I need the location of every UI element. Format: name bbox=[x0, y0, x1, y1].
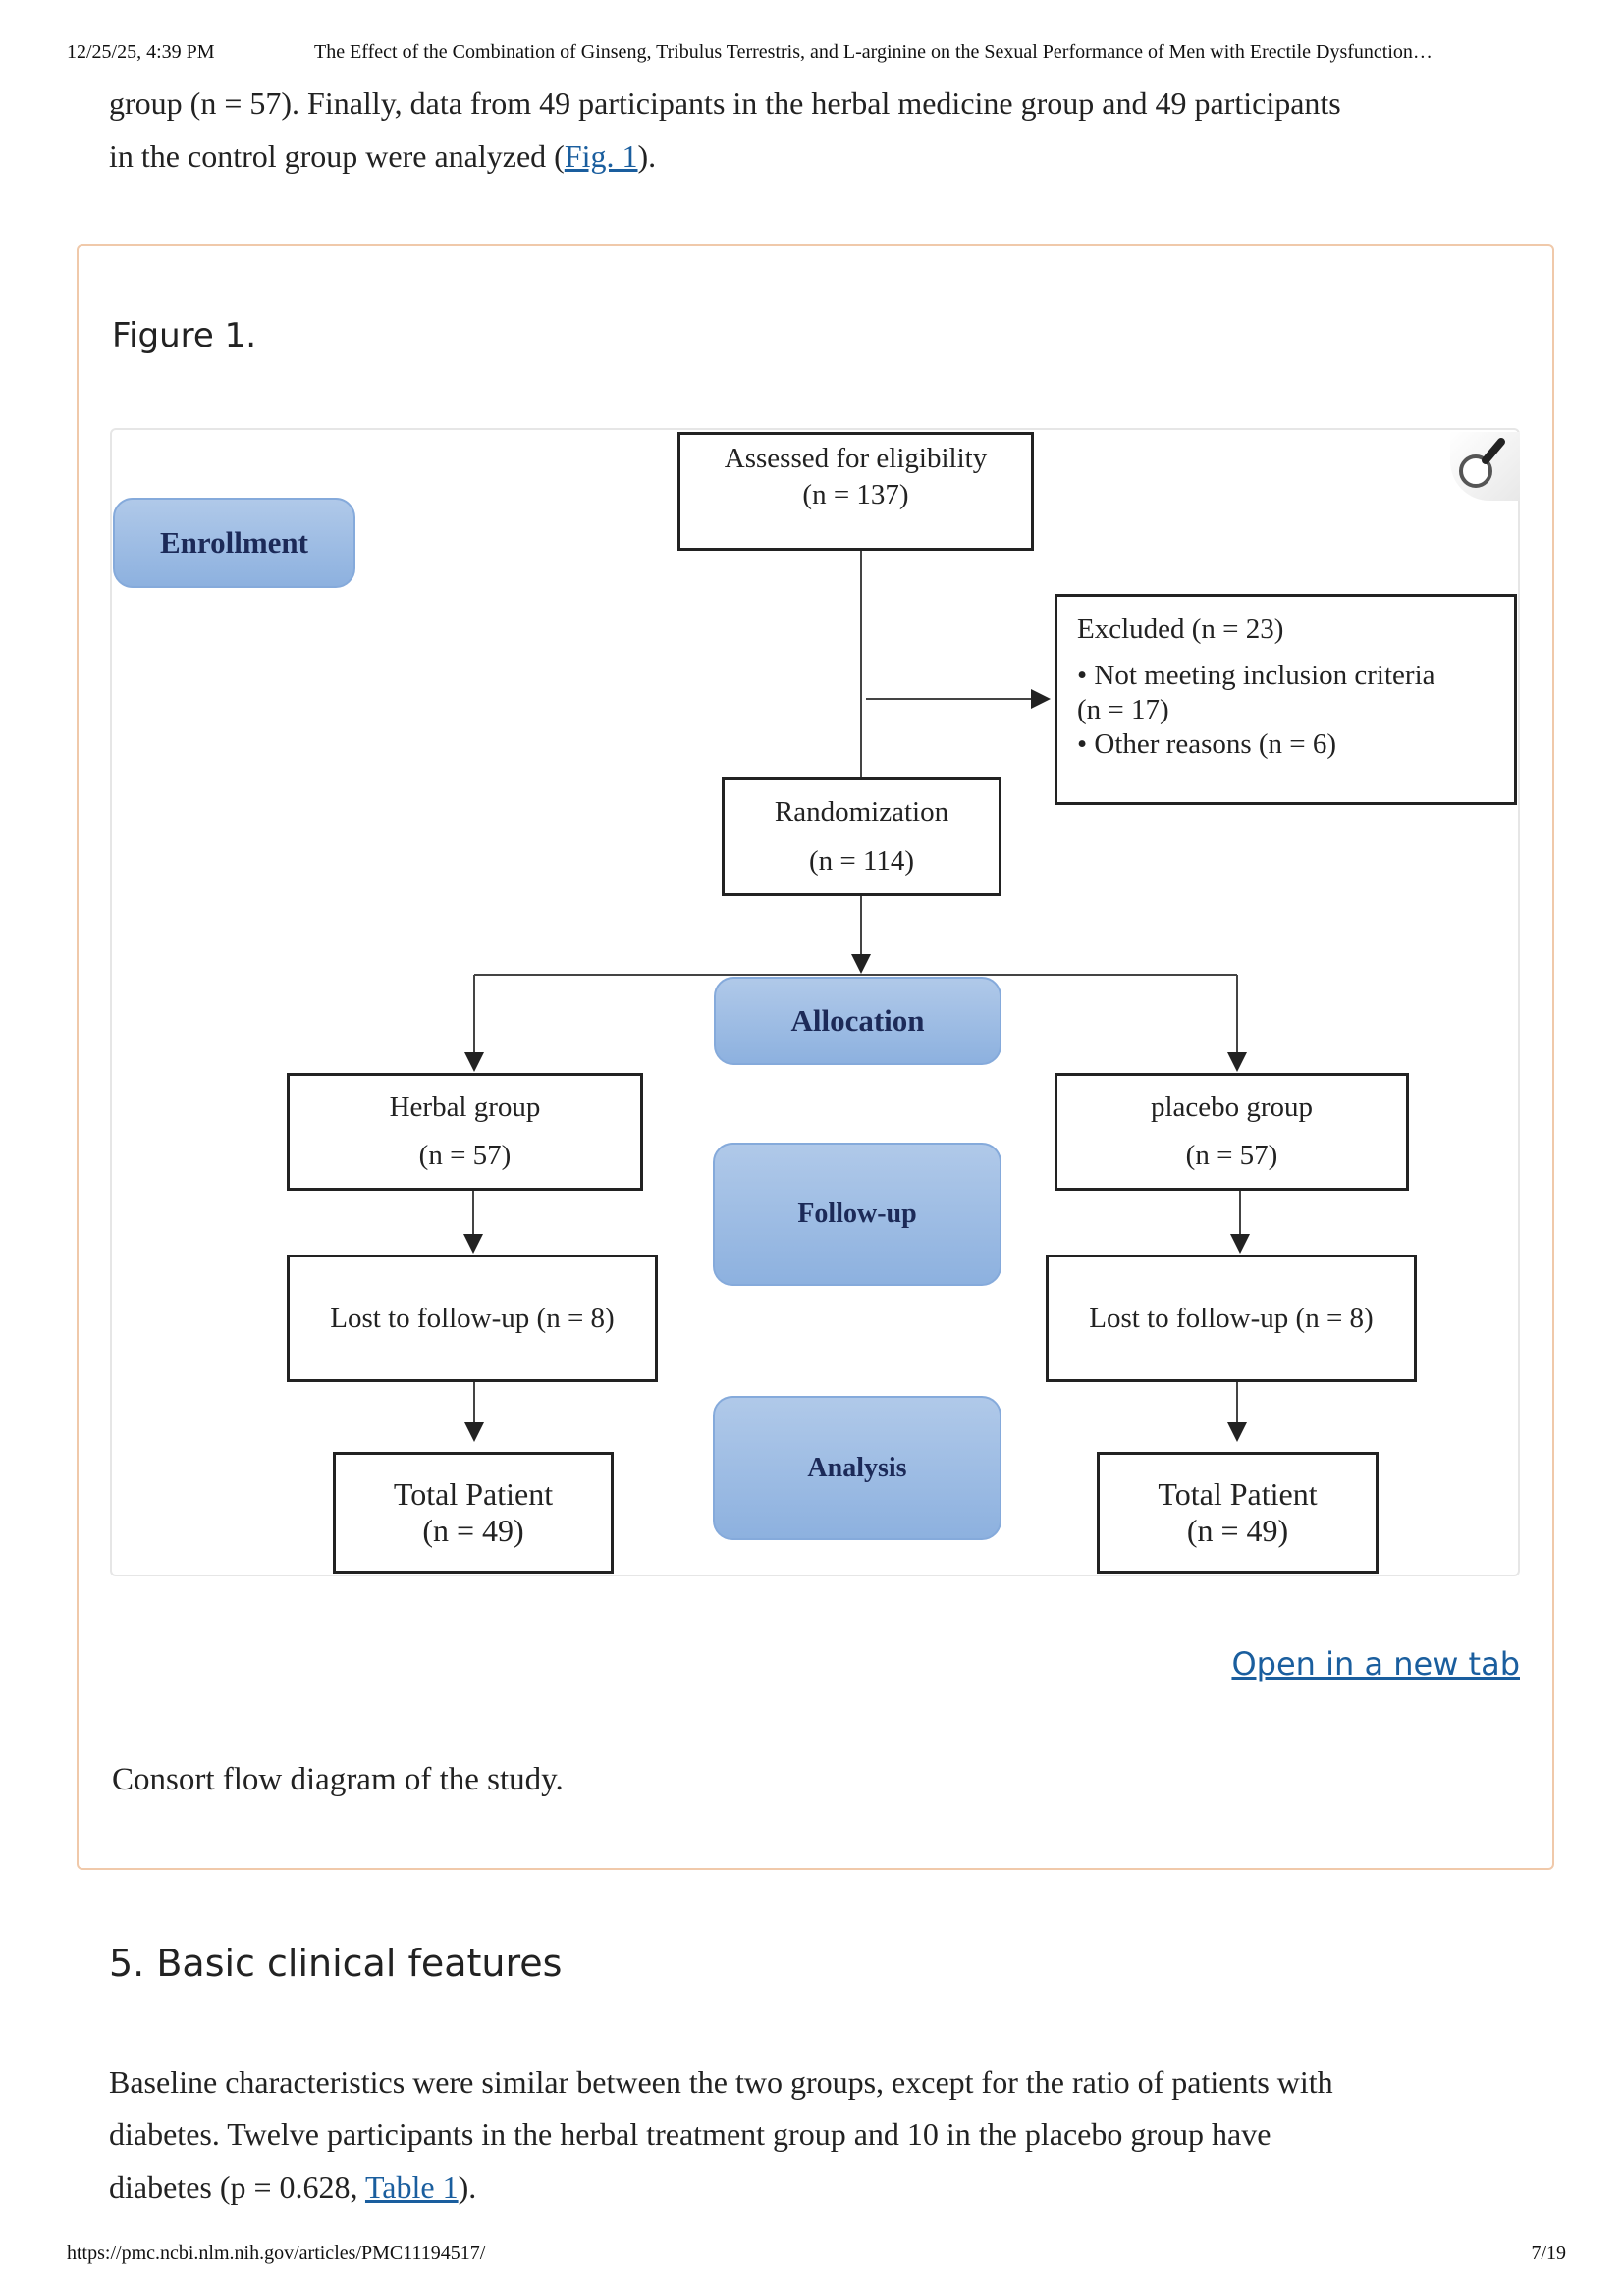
excluded-item-2: • Other reasons (n = 6) bbox=[1077, 728, 1337, 760]
section-line-1: Baseline characteristics were similar be… bbox=[109, 2064, 1333, 2100]
figure-container bbox=[77, 244, 1554, 1870]
fig-1-link[interactable]: Fig. 1 bbox=[564, 138, 638, 174]
placebo-title: placebo group bbox=[1150, 1092, 1314, 1123]
box-assessed: Assessed for eligibility (n = 137) bbox=[677, 432, 1034, 551]
text: ). bbox=[637, 138, 657, 174]
section-line-2: diabetes. Twelve participants in the her… bbox=[109, 2116, 1271, 2152]
footer-page: 7/19 bbox=[1531, 2242, 1566, 2264]
stage-enrollment: Enrollment bbox=[113, 498, 355, 588]
table-1-link[interactable]: Table 1 bbox=[364, 2169, 459, 2205]
figure-caption: Consort flow diagram of the study. bbox=[112, 1762, 564, 1797]
section-heading: 5. Basic clinical features bbox=[109, 1942, 563, 1985]
box-placebo-total: Total Patient (n = 49) bbox=[1097, 1452, 1379, 1574]
box-placebo-group: placebo group (n = 57) bbox=[1055, 1073, 1409, 1191]
open-in-new-tab-link[interactable]: Open in a new tab bbox=[1231, 1645, 1520, 1682]
randomization-n: (n = 114) bbox=[808, 844, 915, 877]
footer-url: https://pmc.ncbi.nlm.nih.gov/articles/PM… bbox=[67, 2242, 486, 2264]
assessed-n: (n = 137) bbox=[802, 479, 909, 510]
stage-analysis: Analysis bbox=[713, 1396, 1001, 1540]
box-placebo-lost: Lost to follow-up (n = 8) bbox=[1046, 1255, 1417, 1382]
intro-line-1: group (n = 57). Finally, data from 49 pa… bbox=[109, 85, 1341, 121]
excluded-item-1-n: (n = 17) bbox=[1077, 694, 1169, 725]
zoom-button[interactable] bbox=[1450, 432, 1520, 501]
assessed-title: Assessed for eligibility bbox=[724, 443, 988, 474]
herbal-total: Total Patient bbox=[393, 1476, 554, 1512]
randomization-title: Randomization bbox=[774, 796, 949, 828]
excluded-item-1: • Not meeting inclusion criteria bbox=[1077, 660, 1435, 691]
text: in the control group were analyzed ( bbox=[109, 138, 565, 174]
intro-line-2: in the control group were analyzed (Fig.… bbox=[109, 130, 1533, 183]
text: diabetes (p = 0.628, bbox=[109, 2169, 365, 2205]
placebo-total-n: (n = 49) bbox=[1186, 1513, 1289, 1548]
excluded-title: Excluded (n = 23) bbox=[1077, 614, 1284, 645]
box-herbal-total: Total Patient (n = 49) bbox=[333, 1452, 614, 1574]
box-randomization: Randomization (n = 114) bbox=[722, 777, 1001, 896]
herbal-title: Herbal group bbox=[389, 1092, 541, 1123]
placebo-total: Total Patient bbox=[1158, 1476, 1318, 1512]
herbal-lost: Lost to follow-up (n = 8) bbox=[330, 1302, 615, 1334]
stage-allocation: Allocation bbox=[714, 977, 1001, 1065]
box-excluded: Excluded (n = 23) • Not meeting inclusio… bbox=[1055, 594, 1517, 805]
text: ). bbox=[458, 2169, 477, 2205]
box-herbal-lost: Lost to follow-up (n = 8) bbox=[287, 1255, 658, 1382]
herbal-total-n: (n = 49) bbox=[422, 1513, 524, 1548]
figure-label: Figure 1. bbox=[112, 316, 257, 355]
stage-followup: Follow-up bbox=[713, 1143, 1001, 1286]
placebo-n: (n = 57) bbox=[1185, 1140, 1278, 1171]
placebo-lost: Lost to follow-up (n = 8) bbox=[1089, 1302, 1374, 1334]
section-line-3: diabetes (p = 0.628, Table 1). bbox=[109, 2161, 1533, 2214]
herbal-n: (n = 57) bbox=[418, 1140, 512, 1171]
box-herbal-group: Herbal group (n = 57) bbox=[287, 1073, 643, 1191]
magnifier-icon bbox=[1459, 438, 1505, 488]
print-title: The Effect of the Combination of Ginseng… bbox=[314, 41, 1433, 63]
print-datetime: 12/25/25, 4:39 PM bbox=[67, 41, 215, 63]
